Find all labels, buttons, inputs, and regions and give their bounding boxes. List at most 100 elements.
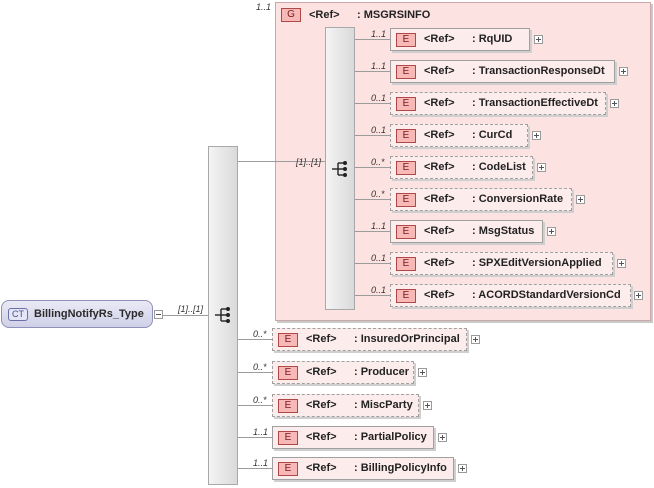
element-cardinality: 0..1: [371, 93, 387, 103]
element-name: : CurCd: [472, 129, 513, 141]
expand-icon[interactable]: [438, 433, 447, 442]
expand-icon[interactable]: [617, 259, 626, 268]
element-node-insuredorprincipal[interactable]: E <Ref> : InsuredOrPrincipal: [272, 328, 467, 351]
complex-type-node[interactable]: CT BillingNotifyRs_Type: [1, 300, 153, 328]
element-ref: <Ref>: [424, 193, 455, 205]
element-ref: <Ref>: [424, 97, 455, 109]
element-node-transactioneffectivedt[interactable]: E <Ref> : TransactionEffectiveDt: [390, 92, 606, 115]
connector-line: [355, 135, 390, 136]
element-name: : ACORDStandardVersionCd: [472, 289, 621, 301]
expand-icon[interactable]: [576, 195, 585, 204]
element-node-producer[interactable]: E <Ref> : Producer: [272, 361, 414, 384]
connector-line: [163, 315, 208, 316]
expand-icon[interactable]: [547, 227, 556, 236]
connector-line: [238, 339, 272, 340]
element-ref: <Ref>: [424, 289, 455, 301]
element-cardinality: 0..1: [371, 125, 387, 135]
connector-line: [355, 295, 390, 296]
connector-line: [238, 468, 272, 469]
element-cardinality: 0..*: [253, 329, 267, 339]
element-cardinality: 0..1: [371, 285, 387, 295]
element-cardinality: 0..1: [371, 253, 387, 263]
element-badge: E: [396, 225, 416, 239]
expand-icon[interactable]: [532, 131, 541, 140]
element-name: : SPXEditVersionApplied: [472, 257, 602, 269]
group-cardinality: 1..1: [256, 2, 272, 12]
element-node-codelist[interactable]: E <Ref> : CodeList: [390, 156, 533, 179]
element-ref: <Ref>: [424, 161, 455, 173]
element-node-transactionresponsedt[interactable]: E <Ref> : TransactionResponseDt: [390, 60, 615, 83]
element-name: : BillingPolicyInfo: [354, 462, 447, 474]
element-node-billingpolicyinfo[interactable]: E <Ref> : BillingPolicyInfo: [272, 457, 454, 480]
element-ref: <Ref>: [424, 257, 455, 269]
connector-line: [238, 437, 272, 438]
element-badge: E: [396, 161, 416, 175]
expand-icon[interactable]: [634, 291, 643, 300]
element-badge: E: [278, 431, 298, 445]
complex-type-name: BillingNotifyRs_Type: [34, 308, 144, 320]
element-node-conversionrate[interactable]: E <Ref> : ConversionRate: [390, 188, 572, 211]
expand-icon[interactable]: [537, 163, 546, 172]
expand-icon[interactable]: [423, 401, 432, 410]
element-badge: E: [278, 333, 298, 347]
element-name: : MsgStatus: [472, 225, 535, 237]
element-cardinality: 0..*: [371, 189, 385, 199]
element-badge: E: [278, 366, 298, 380]
sequence-icon: [215, 307, 230, 323]
element-ref: <Ref>: [306, 333, 337, 345]
connector-line: [238, 161, 326, 162]
element-node-acordstandardversioncd[interactable]: E <Ref> : ACORDStandardVersionCd: [390, 284, 631, 307]
connector-line: [355, 263, 390, 264]
element-ref: <Ref>: [424, 129, 455, 141]
element-node-msgstatus[interactable]: E <Ref> : MsgStatus: [390, 220, 543, 243]
group-badge: G: [281, 8, 301, 22]
element-name: : MiscParty: [354, 399, 413, 411]
element-badge: E: [396, 97, 416, 111]
element-node-rquid[interactable]: E <Ref> : RqUID: [390, 28, 530, 51]
element-ref: <Ref>: [306, 366, 337, 378]
expand-icon[interactable]: [458, 464, 467, 473]
connector-line: [355, 71, 390, 72]
element-cardinality: 1..1: [371, 61, 387, 71]
collapse-toggle-icon[interactable]: [154, 310, 163, 319]
element-ref: <Ref>: [424, 33, 455, 45]
expand-icon[interactable]: [534, 35, 543, 44]
element-badge: E: [396, 65, 416, 79]
element-name: : TransactionResponseDt: [472, 65, 605, 77]
element-badge: E: [396, 289, 416, 303]
element-ref: <Ref>: [306, 399, 337, 411]
element-ref: <Ref>: [424, 225, 455, 237]
element-cardinality: 1..1: [371, 221, 387, 231]
element-name: : InsuredOrPrincipal: [354, 333, 460, 345]
element-cardinality: 1..1: [253, 427, 269, 437]
element-ref: <Ref>: [306, 431, 337, 443]
sequence-icon: [332, 161, 347, 177]
expand-icon[interactable]: [619, 67, 628, 76]
element-name: : CodeList: [472, 161, 526, 173]
connector-line: [238, 372, 272, 373]
expand-icon[interactable]: [471, 335, 480, 344]
element-cardinality: 0..*: [253, 362, 267, 372]
root-sequence-cardinality: [1]..[1]: [178, 304, 204, 314]
element-badge: E: [278, 462, 298, 476]
group-ref: <Ref>: [309, 9, 340, 21]
connector-line: [238, 405, 272, 406]
element-node-miscparty[interactable]: E <Ref> : MiscParty: [272, 394, 419, 417]
element-node-partialpolicy[interactable]: E <Ref> : PartialPolicy: [272, 426, 434, 449]
expand-icon[interactable]: [418, 368, 427, 377]
connector-line: [355, 39, 390, 40]
element-ref: <Ref>: [424, 65, 455, 77]
element-name: : RqUID: [472, 33, 513, 45]
element-node-spxeditversionapplied[interactable]: E <Ref> : SPXEditVersionApplied: [390, 252, 613, 275]
element-name: : ConversionRate: [472, 193, 564, 205]
expand-icon[interactable]: [610, 99, 619, 108]
group-sequence-cardinality: [1]..[1]: [296, 157, 322, 167]
element-cardinality: 0..*: [253, 395, 267, 405]
element-node-curcd[interactable]: E <Ref> : CurCd: [390, 124, 528, 147]
element-name: : Producer: [354, 366, 410, 378]
connector-line: [355, 167, 390, 168]
element-cardinality: 0..*: [371, 157, 385, 167]
element-ref: <Ref>: [306, 462, 337, 474]
element-badge: E: [396, 33, 416, 47]
element-badge: E: [396, 193, 416, 207]
